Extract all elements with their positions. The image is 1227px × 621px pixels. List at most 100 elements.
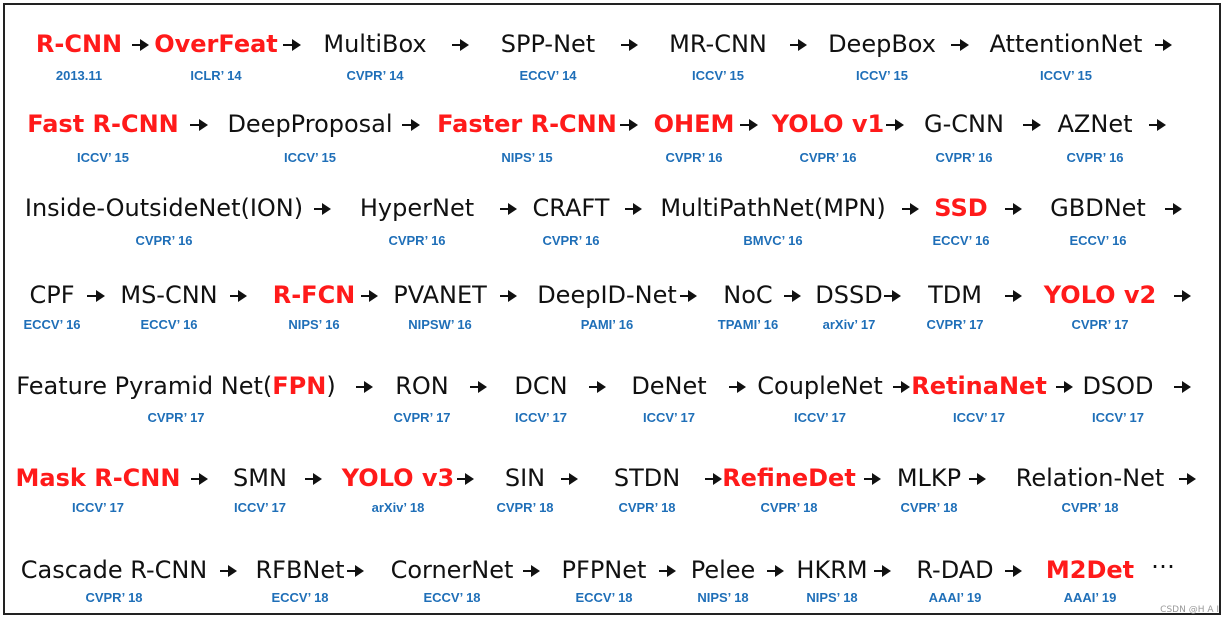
method-name-tdm: TDM <box>928 281 982 309</box>
method-name-inside-outsidenet-ion: Inside-OutsideNet(ION) <box>24 194 304 222</box>
venue-label: ICCV’ 15 <box>691 68 745 83</box>
venue-label: CVPR’ 17 <box>1071 317 1129 332</box>
method-name-r-fcn: R-FCN <box>272 281 356 309</box>
method-name-ms-cnn: MS-CNN <box>120 281 218 309</box>
venue-label: CVPR’ 17 <box>393 410 451 425</box>
venue-label: ECCV’ 14 <box>519 68 577 83</box>
method-name-hkrm: HKRM <box>796 556 868 584</box>
arrow-icon <box>680 290 697 302</box>
method-name-pelee: Pelee <box>690 556 756 584</box>
method-name-attentionnet: AttentionNet <box>989 30 1143 58</box>
venue-label: ECCV’ 16 <box>140 317 198 332</box>
method-name-noc: NoC <box>723 281 773 309</box>
venue-label: NIPS’ 18 <box>806 590 858 605</box>
venue-label: AAAI’ 19 <box>928 590 982 605</box>
arrow-icon <box>452 39 469 51</box>
venue-label: ECCV’ 16 <box>1069 233 1127 248</box>
arrow-icon <box>347 565 364 577</box>
method-name-stdn: STDN <box>613 464 681 492</box>
arrow-icon <box>305 473 322 485</box>
method-name-mr-cnn: MR-CNN <box>669 30 767 58</box>
arrow-icon <box>283 39 301 51</box>
method-name-cornernet: CornerNet <box>390 556 514 584</box>
arrow-icon <box>864 473 881 485</box>
method-name-faster-r-cnn: Faster R-CNN <box>437 110 617 138</box>
venue-label: arXiv’ 17 <box>822 317 876 332</box>
method-name-pvanet: PVANET <box>393 281 487 309</box>
arrow-icon <box>874 565 891 577</box>
arrow-icon <box>1005 565 1022 577</box>
venue-label: ICCV’ 17 <box>514 410 568 425</box>
method-name-ohem: OHEM <box>653 110 735 138</box>
method-name-ssd: SSD <box>934 194 988 222</box>
arrow-icon <box>767 565 784 577</box>
arrow-icon <box>1179 473 1196 485</box>
method-name-rfbnet: RFBNet <box>255 556 345 584</box>
method-name-yolo-v2: YOLO v2 <box>1043 281 1157 309</box>
venue-label: CVPR’ 18 <box>496 500 554 515</box>
venue-label: ICCV’ 15 <box>283 150 337 165</box>
method-name-multipathnet-mpn: MultiPathNet(MPN) <box>660 194 886 222</box>
method-name-denet: DeNet <box>631 372 707 400</box>
venue-label: NIPS’ 16 <box>288 317 340 332</box>
arrow-icon <box>790 39 807 51</box>
venue-label: ICCV’ 15 <box>855 68 909 83</box>
arrow-icon <box>561 473 578 485</box>
watermark: CSDN @H A I <box>1160 605 1219 615</box>
arrow-icon <box>729 381 746 393</box>
venue-label: CVPR’ 16 <box>799 150 857 165</box>
arrow-icon <box>191 473 208 485</box>
venue-label: CVPR’ 16 <box>388 233 446 248</box>
venue-label: CVPR’ 17 <box>147 410 205 425</box>
venue-label: BMVC’ 16 <box>743 233 803 248</box>
venue-label: ECCV’ 16 <box>932 233 990 248</box>
method-name-overfeat: OverFeat <box>154 30 278 58</box>
venue-label: ECCV’ 18 <box>575 590 633 605</box>
method-name-craft: CRAFT <box>532 194 610 222</box>
method-name-dssd: DSSD <box>815 281 883 309</box>
arrow-icon <box>705 473 722 485</box>
venue-label: CVPR’ 16 <box>935 150 993 165</box>
method-name-cpf: CPF <box>29 281 75 309</box>
method-name-spp-net: SPP-Net <box>500 30 596 58</box>
venue-label: ICCV’ 17 <box>793 410 847 425</box>
venue-label: ICCV’ 17 <box>952 410 1006 425</box>
venue-label: CVPR’ 16 <box>542 233 600 248</box>
venue-label: CVPR’ 14 <box>346 68 404 83</box>
venue-label: arXiv’ 18 <box>371 500 425 515</box>
method-name-cascade-r-cnn: Cascade R-CNN <box>20 556 208 584</box>
arrow-icon <box>951 39 969 51</box>
arrow-icon <box>893 381 910 393</box>
method-name-r-dad: R-DAD <box>916 556 994 584</box>
arrow-icon <box>884 290 901 302</box>
venue-label: CVPR’ 16 <box>1066 150 1124 165</box>
arrow-icon <box>1005 290 1022 302</box>
method-name-multibox: MultiBox <box>323 30 427 58</box>
arrow-icon <box>402 119 420 131</box>
method-name-dcn: DCN <box>514 372 568 400</box>
venue-label: CVPR’ 18 <box>760 500 818 515</box>
method-name-dsod: DSOD <box>1082 372 1154 400</box>
method-name-mask-r-cnn: Mask R-CNN <box>15 464 181 492</box>
method-name-relation-net: Relation-Net <box>1015 464 1165 492</box>
venue-label: NIPS’ 15 <box>501 150 553 165</box>
method-name-deepid-net: DeepID-Net <box>537 281 677 309</box>
arrow-icon <box>190 119 208 131</box>
method-name-r-cnn: R-CNN <box>35 30 123 58</box>
arrow-icon <box>314 203 331 215</box>
venue-label: NIPSW’ 16 <box>408 317 472 332</box>
arrow-icon <box>620 119 638 131</box>
method-name-m2det: M2Det <box>1045 556 1135 584</box>
arrow-icon <box>1155 39 1172 51</box>
arrow-icon <box>220 565 237 577</box>
method-name-refinedet: RefineDet <box>722 464 856 492</box>
method-name-pfpnet: PFPNet <box>561 556 647 584</box>
method-name-prefix: Feature Pyramid Net( <box>16 372 273 400</box>
venue-label: CVPR’ 18 <box>618 500 676 515</box>
venue-label: CVPR’ 18 <box>1061 500 1119 515</box>
arrow-icon <box>625 203 642 215</box>
method-name-suffix: ) <box>326 372 336 400</box>
venue-label: 2013.11 <box>55 68 103 83</box>
arrow-icon <box>589 381 606 393</box>
arrow-icon <box>87 290 105 302</box>
